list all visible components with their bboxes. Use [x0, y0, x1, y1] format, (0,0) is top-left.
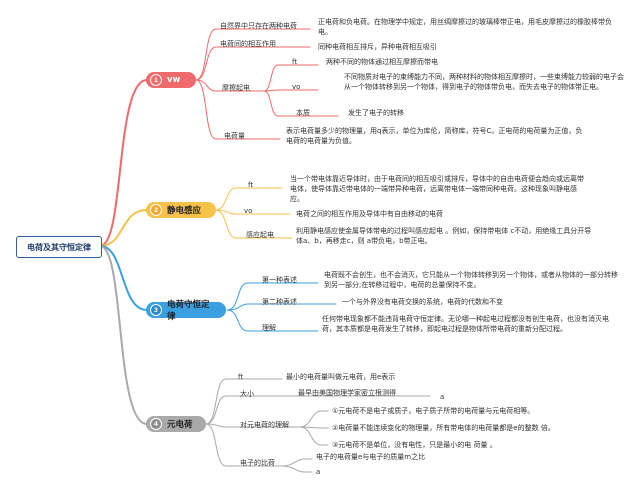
branch-4-label: 元电荷: [167, 420, 193, 430]
branch-1-node[interactable]: 1 vw: [146, 72, 196, 88]
b1-node-interaction-detail[interactable]: 同种电荷相互排斥，异种电荷相互吸引: [318, 43, 437, 51]
branch-1-label: vw: [167, 75, 181, 85]
b4-node-understanding[interactable]: 对元电荷的理解: [240, 421, 289, 429]
number-badge-1: 1: [150, 74, 162, 86]
b1-node-quantity[interactable]: 电荷量: [224, 132, 245, 140]
b2-node-induction-detail[interactable]: 利用静电感应使金属导体带电的过程叫感应起电 。例如，保持带电体 c不动，用绝缘工…: [296, 227, 592, 245]
b1-vo-detail[interactable]: 不同物质对电子的束缚能力不同，两种材料的物体相互摩擦时，一些束缚能力较弱的电子会…: [344, 73, 624, 91]
b2-node-induction[interactable]: 感应起电: [246, 231, 274, 239]
branch-2-label: 静电感应: [167, 206, 202, 216]
b1-node-friction[interactable]: 摩擦起电: [222, 84, 250, 92]
link-root-b3: [99, 245, 148, 311]
branch-4-node[interactable]: 4 元电荷: [146, 416, 206, 432]
b3-node-first-detail[interactable]: 电荷既不会创生，也不会消灭，它只能从一个物体转移到另一个物体，或者从物体的一部分…: [324, 271, 618, 289]
branch-3-node[interactable]: 3 电荷守恒定律: [146, 300, 226, 322]
b4-node-magnitude-detail[interactable]: 最早由美国物理学家密立根测得: [298, 389, 396, 397]
b1-essence-label[interactable]: 本质: [296, 109, 310, 117]
b2-ft-detail[interactable]: 当一个带电体靠近导体时，由于电荷间的相互吸引或排斥，导体中的自由电荷便会趋向或远…: [290, 175, 584, 203]
link-root-b1: [99, 79, 148, 247]
b4-ft-detail[interactable]: 最小的电荷量叫做元电荷，用e表示: [286, 373, 396, 381]
number-badge-3: 3: [150, 304, 162, 316]
root-node[interactable]: 电荷及其守恒定律: [16, 236, 102, 258]
b4-specific-charge-detail[interactable]: 电子的电荷量e与电子的质量m之比: [316, 453, 426, 461]
b3-node-second-detail[interactable]: 一个与外界没有电荷交换的系统，电荷的代数和不变: [342, 298, 503, 306]
b3-node-first[interactable]: 第一种表述: [262, 276, 297, 284]
b2-vo-detail[interactable]: 电荷之间的相互作用及导体中有自由移动的电荷: [296, 210, 443, 218]
b4-understanding-2[interactable]: ②电荷量不能连续变化的物理量，所有带电体的电荷量都是e的整数 倍。: [332, 424, 555, 432]
b4-node-specific-charge[interactable]: 电子的比荷: [240, 459, 275, 467]
branch-3-label: 电荷守恒定律: [167, 300, 210, 322]
b1-ft-detail[interactable]: 两种不同的物体通过相互摩擦而带电: [326, 58, 438, 66]
b1-node-charges-detail[interactable]: 正电荷和负电荷。在物理学中规定，用丝绸摩擦过的玻璃棒带正电，用毛皮摩擦过的橡胶棒…: [318, 18, 612, 36]
b1-essence-detail[interactable]: 发生了电子的转移: [348, 109, 404, 117]
link-root-b2: [99, 209, 148, 247]
b4-node-magnitude-a[interactable]: a: [440, 393, 445, 401]
b3-node-understanding-detail[interactable]: 任何带电现象都不能违背电荷守恒定律。无论哪一种起电过程都没有创生电荷，也没有消灭…: [322, 315, 609, 333]
b4-ft-label[interactable]: ft: [238, 373, 244, 381]
link-root-b4: [99, 245, 148, 425]
b4-node-magnitude[interactable]: 大小: [240, 390, 254, 398]
b3-node-second[interactable]: 第二种表述: [262, 298, 297, 306]
number-badge-4: 4: [150, 418, 162, 430]
b3-node-understanding[interactable]: 理解: [262, 324, 276, 332]
b1-ft-label[interactable]: ft: [292, 58, 298, 66]
b2-vo-label[interactable]: vo: [244, 207, 253, 215]
branch-2-node[interactable]: 2 静电感应: [146, 202, 216, 218]
number-badge-2: 2: [150, 204, 162, 216]
b1-node-quantity-detail[interactable]: 表示电荷量多少的物理量，用q表示，单位为库伦，简称库，符号C。正电荷的电荷量为正…: [286, 127, 583, 145]
b1-vo-label[interactable]: vo: [292, 83, 301, 91]
b4-understanding-3[interactable]: ③元电荷不是单位，没有电性，只是最小的电 荷量 。: [332, 441, 497, 449]
b1-node-interaction[interactable]: 电荷间的相互作用: [220, 40, 276, 48]
b1-node-charges[interactable]: 自然界中只存在两种电荷: [220, 22, 297, 30]
b2-ft-label[interactable]: ft: [248, 181, 254, 189]
b4-understanding-1[interactable]: ①元电荷不是电子或质子，电子质子所带的电荷量与元电荷相等。: [332, 407, 535, 415]
b4-specific-charge-a[interactable]: a: [316, 468, 321, 476]
